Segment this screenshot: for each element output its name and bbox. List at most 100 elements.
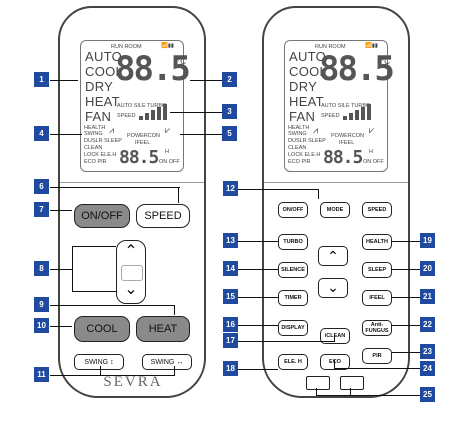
lcd-speed-label: SPEED — [321, 113, 340, 119]
callout-badge-5: 5 — [222, 126, 237, 141]
right-remote: RUN ROOM 📶▮▮ AUTO COOL DRY HEAT FAN 88.5… — [262, 6, 410, 398]
lcd-left-label-3: DUSLR SLEEP — [288, 138, 326, 144]
callout-badge-19: 19 — [420, 233, 435, 248]
callout-badge-13: 13 — [223, 233, 238, 248]
lcd-mode-dry: DRY — [289, 79, 318, 94]
leader-line — [190, 80, 222, 81]
lcd-top-label: RUN ROOM — [315, 44, 346, 50]
callout-badge-3: 3 — [222, 104, 237, 119]
callout-badge-22: 22 — [420, 317, 435, 332]
lcd-signal-icon: 📶▮▮ — [161, 43, 174, 49]
ifeel-button[interactable]: IFEEL — [362, 290, 392, 306]
leader-line — [238, 341, 334, 342]
leader-line — [50, 375, 174, 376]
cool-button[interactable]: COOL — [74, 316, 130, 342]
callout-badge-14: 14 — [223, 261, 238, 276]
silence-button[interactable]: SILENCE — [278, 262, 308, 278]
callout-badge-2: 2 — [222, 72, 237, 87]
lcd-mode-fan: FAN — [85, 109, 112, 124]
antifungus-button[interactable]: Anti-FUNGUS — [362, 320, 392, 336]
lcd-left-label-2: SWING — [288, 131, 307, 137]
display-button[interactable]: DISPLAY — [278, 320, 308, 336]
timer-button[interactable]: TIMER — [278, 290, 308, 306]
temp-down-button[interactable]: ⌄ — [318, 278, 348, 298]
lcd-speed-bars-icon — [139, 104, 179, 120]
leader-line — [316, 388, 317, 396]
swing-horizontal-button[interactable]: SWING ↔ — [142, 354, 192, 370]
speed-button[interactable]: SPEED — [362, 202, 392, 218]
lcd-louver-right-icon: ⩗ — [369, 125, 375, 135]
lcd-top-label: RUN ROOM — [111, 44, 142, 50]
leader-line — [318, 189, 319, 199]
sleep-button[interactable]: SLEEP — [362, 262, 392, 278]
leader-line — [50, 210, 72, 211]
lcd-ifeel-label: IFEEL — [135, 140, 151, 146]
callout-badge-1: 1 — [34, 72, 49, 87]
onoff-button[interactable]: ON/OFF — [74, 204, 130, 228]
leader-line — [100, 366, 101, 376]
callout-badge-9: 9 — [34, 297, 49, 312]
blank-button-1[interactable] — [306, 376, 330, 390]
callout-badge-12: 12 — [223, 181, 238, 196]
lcd-hour: H — [369, 149, 373, 155]
lcd-mode-auto: AUTO — [85, 49, 123, 64]
blank-button-2[interactable] — [340, 376, 364, 390]
pir-button[interactable]: PIR — [362, 348, 392, 364]
lcd-ifeel-label: IFEEL — [339, 140, 355, 146]
lcd-timer: 88.5 — [323, 147, 363, 168]
heat-button[interactable]: HEAT — [136, 316, 190, 342]
leader-line — [392, 241, 420, 242]
lcd-louver-icon: ⩘ — [313, 125, 319, 135]
left-remote: RUN ROOM 📶▮▮ AUTO COOL DRY HEAT FAN 88.5… — [58, 6, 206, 398]
leader-line — [50, 269, 72, 270]
health-button[interactable]: HEALTH — [362, 234, 392, 250]
leader-line — [334, 360, 335, 369]
callout-badge-21: 21 — [420, 289, 435, 304]
lcd-hour: H — [165, 149, 169, 155]
leader-line — [50, 80, 78, 81]
eleh-button[interactable]: ELE. H — [278, 354, 308, 370]
lcd-power-label: POWERCON — [331, 133, 364, 139]
lcd-left-label-6: ECO PIR — [84, 159, 107, 165]
lcd-signal-icon: 📶▮▮ — [365, 43, 378, 49]
lcd-speed-label: SPEED — [117, 113, 136, 119]
speed-button[interactable]: SPEED — [136, 204, 190, 228]
leader-line — [174, 305, 175, 315]
leader-line — [334, 334, 335, 342]
temp-up-button[interactable]: ⌃ — [318, 246, 348, 266]
leader-line — [350, 388, 351, 396]
lcd-timer: 88.5 — [119, 147, 159, 168]
leader-line — [72, 291, 116, 292]
leader-line — [238, 297, 278, 298]
leader-line — [392, 269, 420, 270]
lcd-onoff: ON OFF — [363, 159, 384, 165]
temp-up-button[interactable]: ⌃ — [124, 243, 138, 260]
lcd-louver-icon: ⩘ — [109, 125, 115, 135]
lcd-left-label-3: DUSLR SLEEP — [84, 138, 122, 144]
lcd-left-label-5: LOCK ELE.H — [288, 152, 321, 158]
leader-line — [180, 134, 222, 135]
leader-line — [392, 325, 420, 326]
leader-line — [238, 269, 278, 270]
callout-badge-25: 25 — [420, 387, 435, 402]
leader-line — [334, 368, 420, 369]
temp-down-button[interactable]: ⌄ — [124, 281, 138, 298]
swing-vertical-button[interactable]: SWING ↕ — [74, 354, 124, 370]
lcd-fan-labels: AUTO SILE TURBO — [321, 103, 371, 109]
lcd-power-label: POWERCON — [127, 133, 160, 139]
turbo-button[interactable]: TURBO — [278, 234, 308, 250]
callout-badge-20: 20 — [420, 261, 435, 276]
leader-line — [50, 326, 72, 327]
onoff-button[interactable]: ON/OFF — [278, 202, 308, 218]
lcd-temperature: 88.5 — [115, 49, 191, 89]
lcd-left-label-1: HEALTH — [84, 125, 106, 131]
mode-button[interactable]: MODE — [320, 202, 350, 218]
lcd-mode-auto: AUTO — [289, 49, 327, 64]
leader-line — [50, 305, 174, 306]
leader-line — [50, 134, 82, 135]
lcd-celsius: °C — [381, 57, 390, 66]
lcd-celsius: °C — [177, 57, 186, 66]
leader-line — [174, 366, 175, 376]
divider — [60, 182, 204, 183]
leader-line — [72, 246, 73, 292]
